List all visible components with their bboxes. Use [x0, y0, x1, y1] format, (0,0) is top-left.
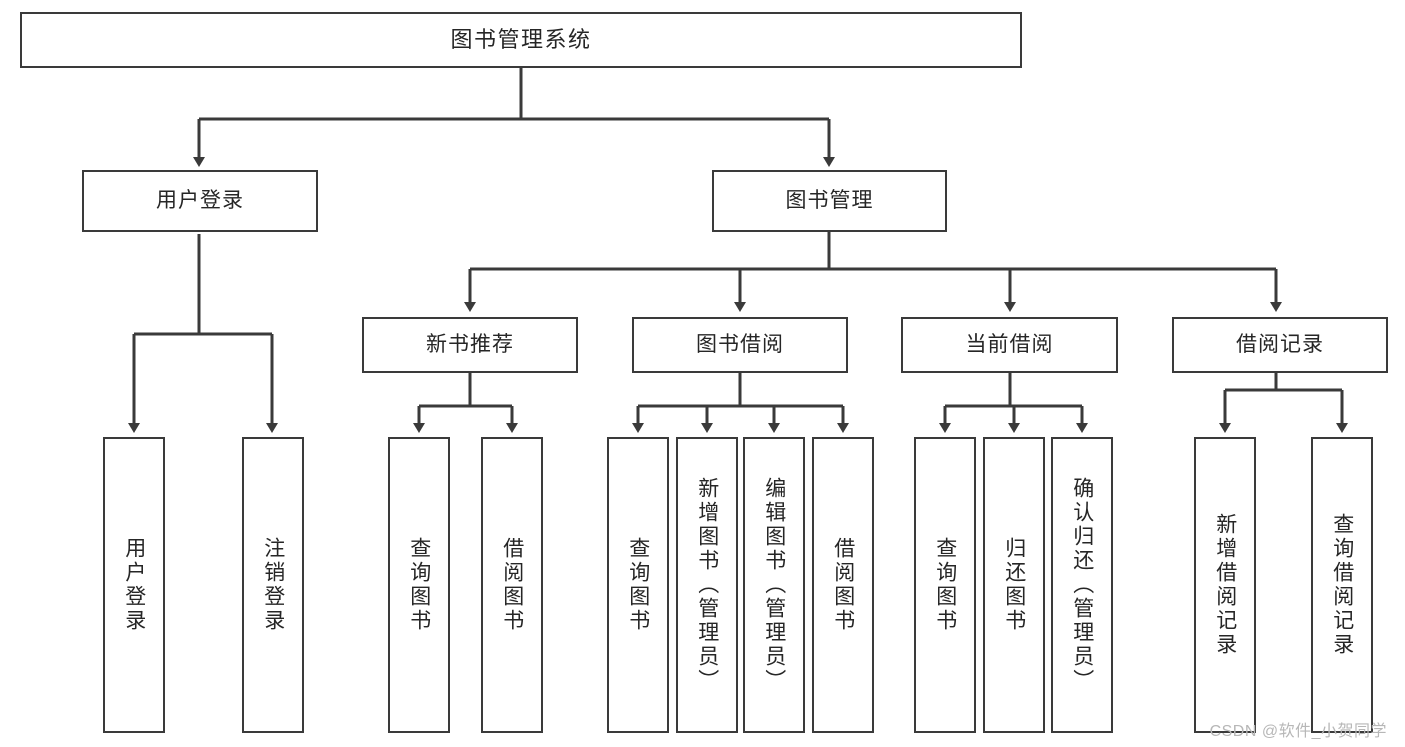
node-leaf-query-book-2[interactable]: 查询图书: [607, 437, 669, 733]
node-leaf-borrow-book-2-label: 借阅图书: [831, 537, 855, 633]
node-leaf-edit-book-label: 编辑图书（管理员）: [762, 477, 786, 693]
node-leaf-query-record-label: 查询借阅记录: [1330, 513, 1354, 657]
node-current-borrow-label: 当前借阅: [965, 333, 1054, 357]
node-leaf-confirm-return-label: 确认归还（管理员）: [1070, 477, 1094, 693]
node-leaf-query-book-1-label: 查询图书: [407, 537, 431, 633]
node-leaf-add-book-label: 新增图书（管理员）: [695, 477, 719, 693]
node-book-borrow[interactable]: 图书借阅: [632, 317, 848, 373]
node-borrow-record[interactable]: 借阅记录: [1172, 317, 1388, 373]
node-leaf-add-record[interactable]: 新增借阅记录: [1194, 437, 1256, 733]
node-leaf-logout-label: 注销登录: [261, 537, 285, 633]
node-leaf-add-book[interactable]: 新增图书（管理员）: [676, 437, 738, 733]
node-new-book-recommend-label: 新书推荐: [426, 333, 514, 357]
node-leaf-query-book-1[interactable]: 查询图书: [388, 437, 450, 733]
watermark: CSDN @软件_小贺同学: [1209, 723, 1387, 740]
node-leaf-user-login-label: 用户登录: [122, 537, 146, 633]
node-leaf-confirm-return[interactable]: 确认归还（管理员）: [1051, 437, 1113, 733]
node-leaf-add-record-label: 新增借阅记录: [1213, 513, 1237, 657]
node-leaf-query-record[interactable]: 查询借阅记录: [1311, 437, 1373, 733]
node-leaf-borrow-book-1-label: 借阅图书: [500, 537, 524, 633]
node-leaf-borrow-book-1[interactable]: 借阅图书: [481, 437, 543, 733]
node-borrow-record-label: 借阅记录: [1236, 333, 1324, 357]
node-leaf-query-book-3[interactable]: 查询图书: [914, 437, 976, 733]
node-leaf-query-book-3-label: 查询图书: [933, 537, 957, 633]
node-leaf-logout[interactable]: 注销登录: [242, 437, 304, 733]
node-user-login-label: 用户登录: [156, 189, 244, 213]
node-root[interactable]: 图书管理系统: [20, 12, 1022, 68]
node-user-login[interactable]: 用户登录: [82, 170, 318, 232]
node-book-manage[interactable]: 图书管理: [712, 170, 947, 232]
node-leaf-query-book-2-label: 查询图书: [626, 537, 650, 633]
node-leaf-return-book[interactable]: 归还图书: [983, 437, 1045, 733]
node-root-label: 图书管理系统: [450, 26, 592, 52]
node-leaf-borrow-book-2[interactable]: 借阅图书: [812, 437, 874, 733]
node-leaf-return-book-label: 归还图书: [1002, 537, 1026, 633]
node-leaf-edit-book[interactable]: 编辑图书（管理员）: [743, 437, 805, 733]
node-leaf-user-login[interactable]: 用户登录: [103, 437, 165, 733]
node-book-manage-label: 图书管理: [785, 189, 874, 213]
node-new-book-recommend[interactable]: 新书推荐: [362, 317, 578, 373]
node-book-borrow-label: 图书借阅: [696, 333, 784, 357]
node-current-borrow[interactable]: 当前借阅: [901, 317, 1118, 373]
